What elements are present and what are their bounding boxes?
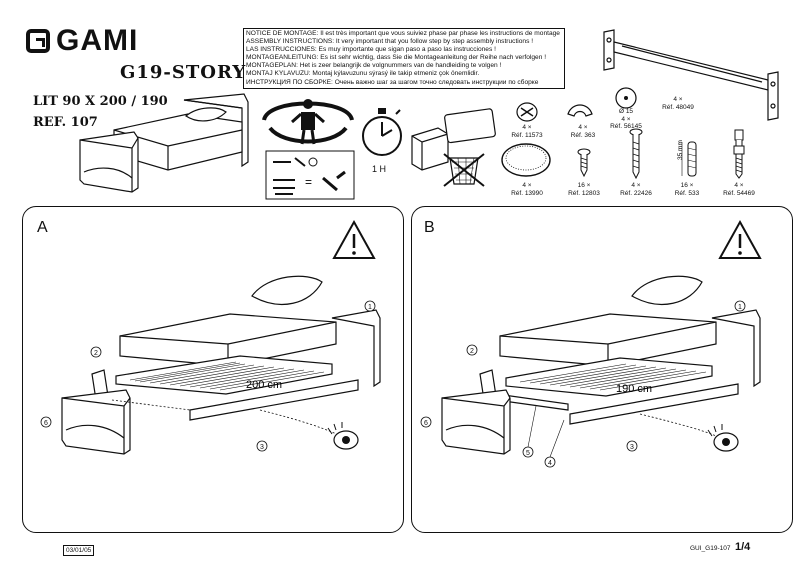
part-cam-lock-icon [516, 102, 538, 122]
assembly-notice-box: NOTICE DE MONTAGE: Il est très important… [243, 28, 565, 89]
part-label: 16 ×Réf. 12803 [568, 182, 600, 197]
callout-number: 4 [548, 460, 552, 467]
panel-letter: B [424, 219, 435, 236]
part-wooden-dowel-icon: 35 mm [677, 140, 697, 177]
part-label: 4 ×Réf. 22426 [620, 182, 652, 197]
notice-line: MONTAJ KÝLAVUZU: Montaj kýlavuzunu sýras… [246, 70, 480, 78]
brand-name: GAMI [56, 24, 139, 57]
bed-assembly-diagram-a: 1 2 3 6 200 cm [40, 275, 381, 455]
callout-number: 3 [630, 444, 634, 451]
part-long-bolt-icon [629, 128, 643, 180]
bed-dimensions: LIT 90 X 200 / 190 [33, 94, 168, 109]
notice-line: MONTAGEANLEITUNG: Es ist sehr wichtig, d… [246, 54, 547, 62]
part-label: 4 ×Réf. 48049 [662, 96, 694, 111]
warning-triangle-icon [332, 219, 376, 259]
inspect-eye-icon [707, 424, 739, 452]
length-dimension-label: 200 cm [246, 379, 282, 391]
callout-number: 3 [260, 444, 264, 451]
panel-letter: A [37, 219, 48, 236]
part-label: 16 ×Réf. 533 [674, 182, 700, 197]
brand-logo: GAMI [26, 24, 138, 58]
part-label: 4 ×Réf. 13990 [511, 182, 543, 197]
tools-required-icon: = [265, 150, 355, 200]
notice-line: NOTICE DE MONTAGE: Il est très important… [246, 30, 562, 37]
callout-number: 1 [368, 304, 372, 311]
callout-number: 6 [424, 420, 428, 427]
bed-assembly-diagram-b: 1 2 3 4 5 6 190 cm [420, 275, 761, 468]
page-number: 1/4 [735, 541, 751, 553]
callout-number: 2 [470, 348, 474, 355]
part-cover-cap-icon [567, 104, 593, 117]
notice-line: LAS INSTRUCCIONES: Es muy importante que… [246, 46, 496, 54]
person-assembly-icon [262, 99, 354, 145]
part-label: 4 ×Réf. 54469 [723, 182, 755, 197]
callout-number: 1 [738, 304, 742, 311]
gami-logo-icon [26, 29, 50, 53]
assembly-time: 1 H [372, 164, 387, 174]
reference-number: REF. 107 [33, 115, 98, 130]
part-label: 4 ×Réf. 363 [570, 124, 596, 139]
length-dimension-label: 190 cm [616, 383, 652, 395]
warning-triangle-icon [718, 219, 762, 259]
part-metal-bracket-icon [603, 29, 779, 121]
svg-text:=: = [305, 175, 312, 189]
part-connector-bolt-icon [733, 129, 745, 179]
dowel-length-label: 35 mm [677, 140, 684, 160]
document-date: 03/01/05 [63, 545, 95, 556]
packaging-disposal-icon [411, 108, 496, 187]
part-round-cap-icon [615, 87, 637, 109]
callout-number: 6 [44, 420, 48, 427]
part-label: 4 ×Réf. 11573 [511, 124, 543, 139]
stopwatch-icon [362, 108, 402, 156]
callout-number: 5 [526, 450, 530, 457]
model-name: G19-STORY [120, 62, 247, 83]
notice-line: MONTAGEPLAN: Het is zeer belangrijk de v… [246, 62, 502, 70]
bed-thumbnail-illustration [79, 93, 249, 193]
notice-line: ИНСТРУКЦИЯ ПО СБОРКЕ: Очень важно шаг за… [246, 78, 539, 86]
inspect-eye-icon [327, 422, 359, 450]
document-code: GUI_G19-107 [690, 545, 731, 552]
part-short-screw-icon [577, 148, 591, 178]
part-felt-pad-icon [501, 143, 551, 177]
notice-line: ASSEMBLY INSTRUCTIONS: It very important… [246, 38, 534, 46]
callout-number: 2 [94, 350, 98, 357]
